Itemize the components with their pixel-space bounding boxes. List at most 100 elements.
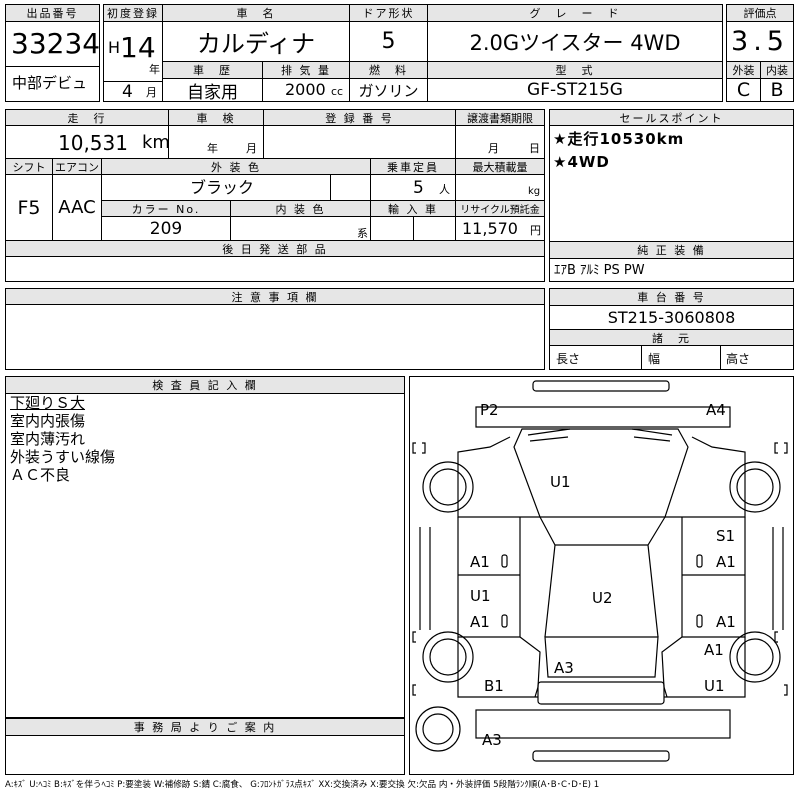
recycle-unit: 円 bbox=[530, 224, 541, 237]
car-name-label: 車 名 bbox=[162, 4, 350, 22]
exterior-grade: C bbox=[726, 78, 761, 102]
mark-left-rear-door-1: U1 bbox=[470, 587, 491, 605]
lot-number-box: 33234 bbox=[5, 21, 100, 67]
wheel-rear-left bbox=[422, 631, 474, 683]
int-color-unit: 系 bbox=[357, 227, 368, 240]
load-box: kg bbox=[455, 174, 545, 201]
sales-point-2: ★4WD bbox=[553, 153, 610, 171]
capacity-label: 乗車定員 bbox=[370, 158, 456, 175]
load-unit: kg bbox=[528, 186, 541, 197]
score-label: 評価点 bbox=[726, 4, 794, 22]
door-count: 5 bbox=[349, 21, 428, 62]
inspector-line-3: 室内薄汚れ bbox=[10, 430, 86, 448]
mileage-box: 10,531 km bbox=[5, 125, 170, 159]
mark-right-front-door-1: S1 bbox=[716, 527, 735, 545]
sales-point-1: ★走行10530km bbox=[553, 130, 685, 148]
import-label: 輸 入 車 bbox=[370, 200, 456, 217]
dims-height: 高さ bbox=[726, 352, 751, 366]
reg-year: 14 bbox=[120, 31, 156, 64]
equipment-box: ｴｱB ｱﾙﾐ PS PW bbox=[549, 258, 794, 282]
capacity-unit: 人 bbox=[439, 183, 450, 196]
inspector-line-2: 室内内張傷 bbox=[10, 412, 86, 430]
wheel-rear-right bbox=[729, 631, 781, 683]
displacement-box: 2000 cc bbox=[262, 78, 350, 102]
mileage: 10,531 bbox=[58, 131, 128, 155]
rear-glass bbox=[544, 636, 659, 678]
recycle-box: 11,570 円 bbox=[455, 216, 545, 241]
door-label: ドア形状 bbox=[349, 4, 428, 22]
reg-month-box: 4 月 bbox=[103, 81, 163, 102]
lot-label: 出品番号 bbox=[5, 4, 100, 22]
wheel-front-right bbox=[729, 461, 781, 513]
wheel-rear-right-inner bbox=[736, 638, 774, 676]
capacity: 5 bbox=[413, 178, 424, 198]
grade-label: グ レ ー ド bbox=[427, 4, 723, 22]
mark-left-rear-door-2: A1 bbox=[470, 613, 490, 631]
interior-grade: B bbox=[760, 78, 794, 102]
mark-right-rear-door: A1 bbox=[716, 613, 736, 631]
recycle-label: リサイクル預託金 bbox=[455, 200, 545, 217]
ac-label: エアコン bbox=[52, 158, 102, 175]
right-front-fender bbox=[665, 436, 746, 518]
office-box bbox=[5, 735, 405, 775]
color: ブラック bbox=[190, 178, 255, 197]
rear-bumper bbox=[475, 709, 731, 739]
era: H bbox=[108, 38, 121, 57]
mark-right-front-door-2: A1 bbox=[716, 553, 736, 571]
inspection-box: 年 月 bbox=[168, 125, 264, 159]
mark-rear-bumper: A3 bbox=[482, 731, 502, 749]
rear-bumper-bar bbox=[532, 750, 670, 762]
transfer-month-unit: 月 bbox=[488, 142, 499, 155]
wheel-front-right-inner bbox=[736, 468, 774, 506]
right-doors bbox=[681, 517, 746, 638]
dealer-name: 中部デビュ bbox=[12, 74, 88, 92]
legend: A:ｷｽﾞ U:ﾍｺﾐ B:ｷｽﾞを伴うﾍｺﾐ P:要塗装 W:補修跡 S:錆 … bbox=[5, 780, 600, 790]
int-color-box: 系 bbox=[230, 216, 371, 241]
first-reg-box: H 14 年 bbox=[103, 21, 163, 82]
dealer-box: 中部デビュ bbox=[5, 66, 100, 102]
score: 3.5 bbox=[726, 21, 794, 62]
bracket-marks bbox=[412, 442, 788, 696]
import-divider bbox=[413, 216, 414, 241]
exterior-label: 外装 bbox=[726, 61, 761, 79]
mark-hood: U1 bbox=[550, 473, 571, 491]
lot-number: 33234 bbox=[11, 27, 101, 60]
delivery-label: 後 日 発 送 部 品 bbox=[5, 240, 545, 257]
color-no: 209 bbox=[101, 216, 231, 241]
model: GF-ST215G bbox=[427, 78, 723, 102]
shift-label: シフト bbox=[5, 158, 53, 175]
mark-left-front-door: A1 bbox=[470, 553, 490, 571]
year-unit: 年 bbox=[149, 63, 160, 76]
transfer-box: 月 日 bbox=[455, 125, 545, 159]
front-bumper bbox=[532, 380, 670, 392]
mark-front-right: A4 bbox=[706, 401, 726, 419]
chassis-label: 車 台 番 号 bbox=[549, 288, 794, 306]
left-doors bbox=[457, 517, 521, 638]
sales-box: ★走行10530km ★4WD bbox=[549, 125, 794, 242]
right-handle-rear bbox=[696, 614, 703, 628]
inspector-line-5: ＡＣ不良 bbox=[10, 466, 71, 484]
car-diagram-svg: P2 A4 U1 A1 S1 A1 U1 U2 A1 A1 A1 A3 B1 U… bbox=[412, 380, 788, 762]
roof bbox=[539, 516, 666, 638]
mark-left-rear-fender: B1 bbox=[484, 677, 504, 695]
spare-tire-inner bbox=[422, 713, 454, 745]
dims-divider-2 bbox=[720, 345, 721, 370]
inspector-box: 下廻りＳ大 室内内張傷 室内薄汚れ 外装うすい線傷 ＡＣ不良 bbox=[5, 393, 405, 718]
dims-label: 諸 元 bbox=[549, 329, 794, 346]
rear-body bbox=[519, 636, 683, 698]
color-divider bbox=[330, 174, 331, 201]
inspector-line-1: 下廻りＳ大 bbox=[10, 394, 86, 412]
mark-right-rear-corner: U1 bbox=[704, 677, 725, 695]
dims-divider-1 bbox=[641, 345, 642, 370]
reg-month: 4 bbox=[122, 82, 133, 102]
regno-label: 登 録 番 号 bbox=[263, 109, 456, 126]
wheel-front-left bbox=[422, 461, 474, 513]
car-name: カルディナ bbox=[162, 21, 350, 62]
displacement: 2000 bbox=[285, 80, 326, 99]
model-label: 型 式 bbox=[427, 61, 723, 79]
notes-label: 注 意 事 項 欄 bbox=[5, 288, 545, 305]
equipment: ｴｱB ｱﾙﾐ PS PW bbox=[554, 263, 645, 278]
shift: F5 bbox=[5, 174, 53, 241]
regno-box bbox=[263, 125, 456, 159]
left-front-fender bbox=[457, 436, 540, 518]
